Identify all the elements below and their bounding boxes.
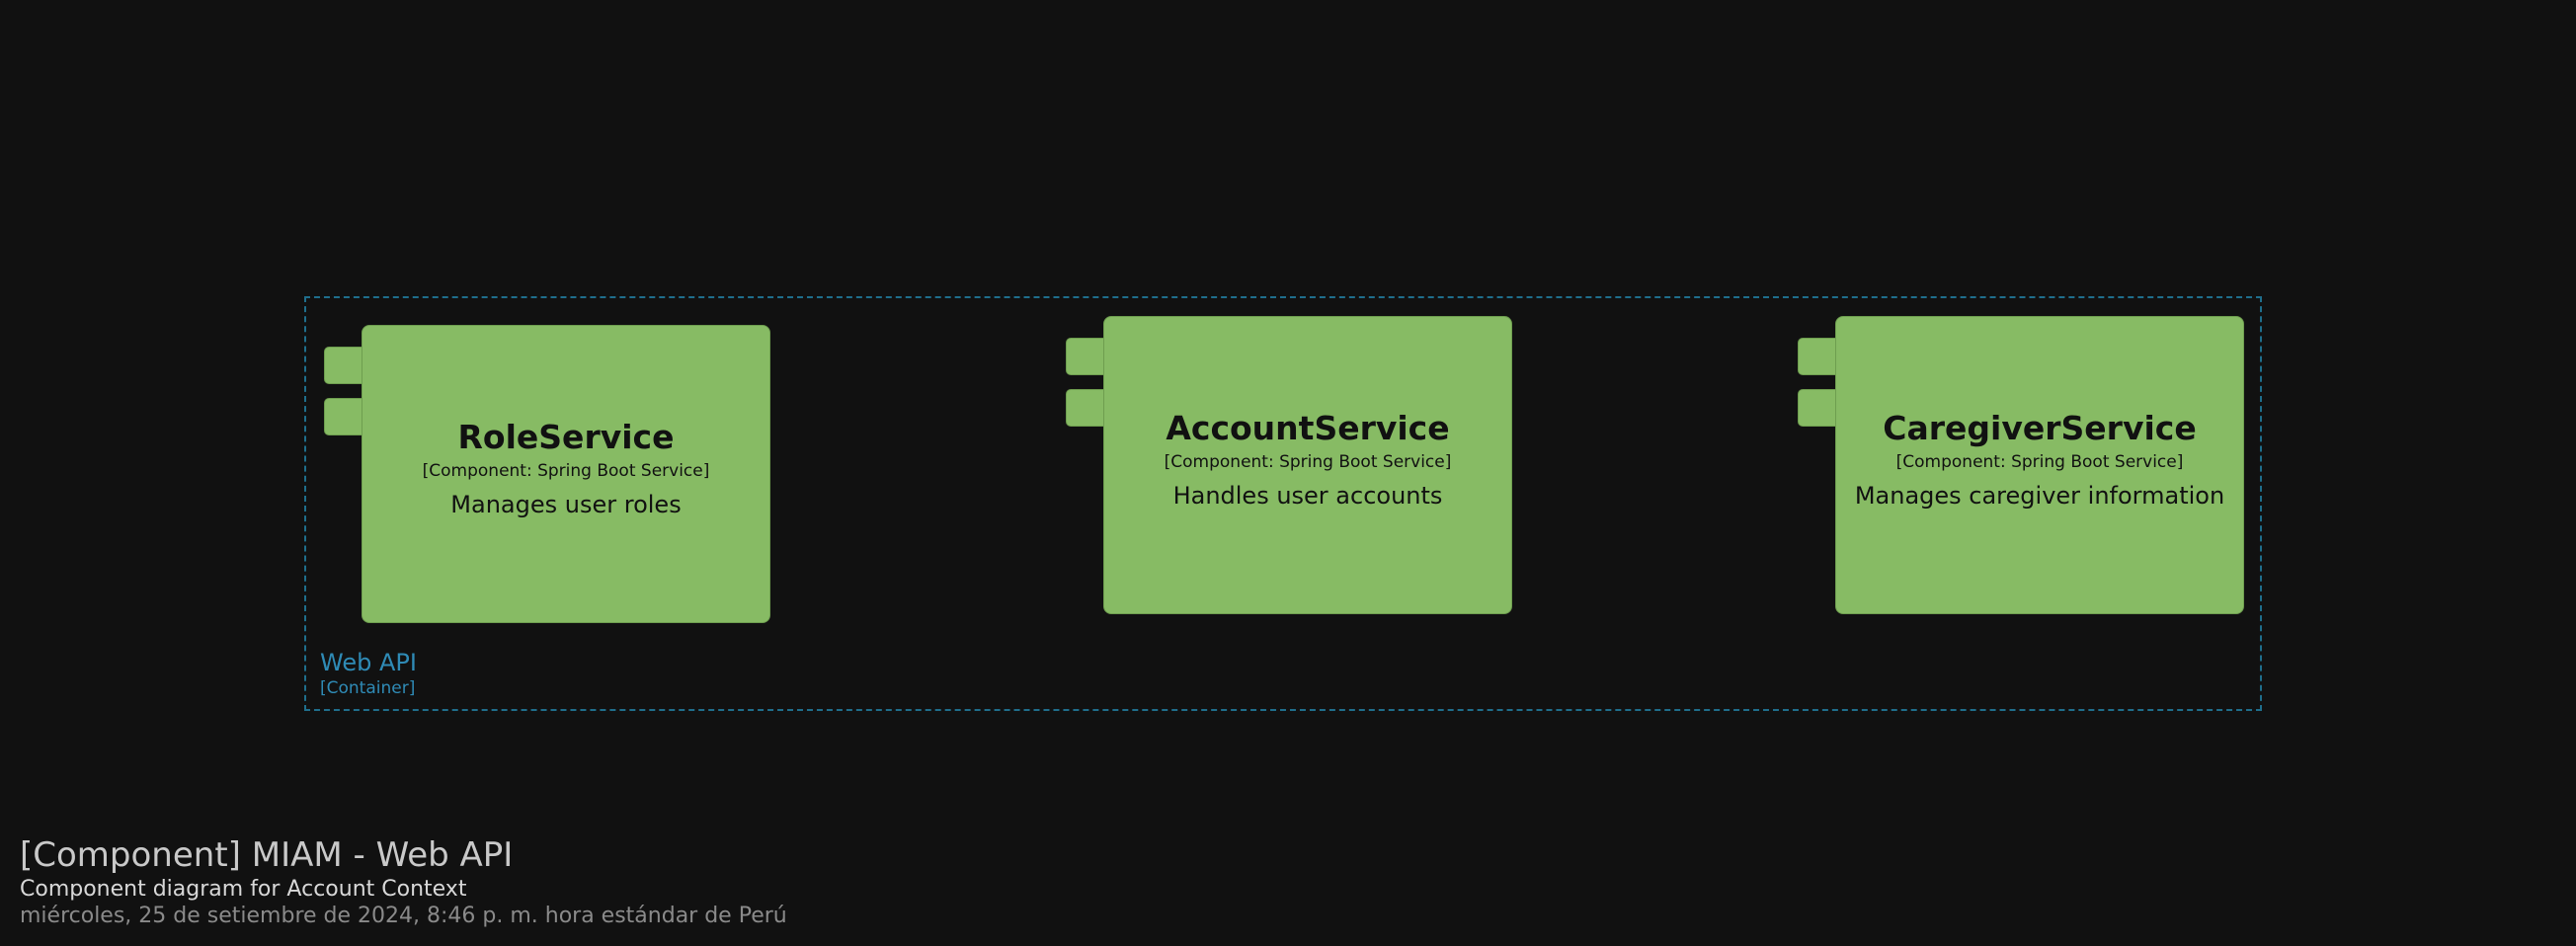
component-description: Manages caregiver information — [1854, 482, 2225, 510]
container-type: [Container] — [320, 678, 416, 698]
component-description: Manages user roles — [450, 491, 682, 518]
component-account-service[interactable]: AccountService [Component: Spring Boot S… — [1066, 316, 1512, 614]
component-name: RoleService — [457, 418, 675, 456]
component-type: [Component: Spring Boot Service] — [1164, 452, 1452, 472]
diagram-description: Component diagram for Account Context — [20, 877, 467, 902]
component-description: Handles user accounts — [1172, 482, 1443, 510]
component-box: CaregiverService [Component: Spring Boot… — [1835, 316, 2244, 614]
component-type: [Component: Spring Boot Service] — [422, 461, 710, 481]
container-boundary-label: Web API [Container] — [320, 648, 417, 699]
component-name: AccountService — [1166, 409, 1450, 447]
container-name: Web API — [320, 649, 417, 676]
component-role-service[interactable]: RoleService [Component: Spring Boot Serv… — [324, 325, 770, 623]
component-caregiver-service[interactable]: CaregiverService [Component: Spring Boot… — [1798, 316, 2244, 614]
container-boundary — [304, 296, 2262, 711]
component-box: AccountService [Component: Spring Boot S… — [1103, 316, 1512, 614]
diagram-footer: [Component] MIAM - Web API Component dia… — [20, 834, 787, 929]
component-box: RoleService [Component: Spring Boot Serv… — [362, 325, 770, 623]
component-name: CaregiverService — [1883, 409, 2197, 447]
component-type: [Component: Spring Boot Service] — [1895, 452, 2184, 472]
diagram-timestamp: miércoles, 25 de setiembre de 2024, 8:46… — [20, 904, 787, 928]
diagram-title: [Component] MIAM - Web API — [20, 835, 514, 875]
